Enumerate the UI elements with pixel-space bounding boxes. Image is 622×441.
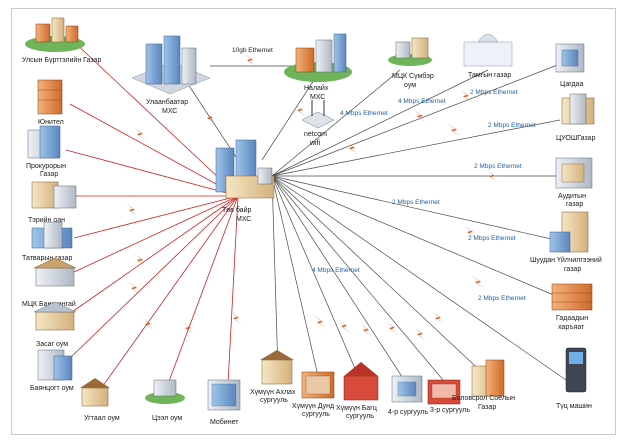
label-gadaad-1: Гадаадын [556, 315, 588, 322]
link-label-shuudan: 2 Mbps Ethernet [392, 199, 440, 206]
label-gadaad-2: харъяат [558, 324, 585, 331]
node-khumuun-dund[interactable]: Хүмүүн Дунд сургууль [292, 371, 335, 418]
node-mck-bank[interactable]: МЦК Банкхангай [22, 257, 77, 308]
label-netcom-1: netcom [304, 131, 327, 138]
link-label-ub-nalaikh: 10gb Ethernet [232, 47, 273, 54]
label-prokuror-1: Прокурорын [26, 163, 66, 170]
label-nalaikh-2: МХС [310, 94, 325, 101]
node-bolovsrol[interactable]: Боловсрол Соёлын Газар [452, 359, 515, 411]
link-label-nalaikh: 4 Mbps Ethernet [340, 110, 388, 117]
label-shuudan-2: газар [564, 266, 581, 273]
node-ugtaal[interactable]: Угтаал оум [80, 378, 120, 422]
node-auditor[interactable]: Аудитын газар [555, 157, 593, 208]
link-label-sumber: 4 Mbps Ethernet [398, 98, 446, 105]
node-school3[interactable]: 3-р сургууль [427, 379, 470, 414]
label-ub-mxs-1: Улаанбаатар [146, 98, 188, 106]
link-label-auditor: 2 Mbps Ethernet [474, 163, 522, 170]
node-tsuoshg[interactable]: ЦУОШГазар [556, 93, 596, 142]
node-nalaikh[interactable]: Налайх МХС [284, 33, 352, 101]
label-zasag: Засаг оум [36, 341, 68, 348]
label-bolovsrol-2: Газар [478, 404, 496, 411]
label-netcom-2: wifi [309, 140, 321, 147]
label-school4: 4-р сургууль [388, 409, 428, 416]
label-tuts-mashin: Түц машин [556, 403, 592, 410]
label-shuudan-1: Шуудан Үйлчилгээний [530, 256, 602, 264]
label-auditor-1: Аудитын [558, 193, 586, 200]
node-tuts-mashin[interactable]: Түц машин [556, 347, 592, 410]
label-ub-mxs-2: МХС [162, 108, 177, 115]
label-tsuoshg: ЦУОШГазар [556, 135, 596, 142]
hub-label-1: Төв байр [222, 206, 251, 214]
label-bolovsrol-1: Боловсрол Соёлын [452, 395, 515, 402]
label-tsagdaa: Цагдаа [560, 81, 583, 88]
node-tamgiin-gazar[interactable]: Тамгын газар [463, 33, 513, 79]
label-khumuun-bagts-2: сургууль [346, 413, 374, 420]
link-label-shuudan-2: 2 Mbps Ethernet [468, 235, 516, 242]
label-mck-sumber-1: МЦК Сүмбэр [392, 72, 434, 80]
node-zasag[interactable]: Засаг оум [33, 301, 77, 348]
label-tsaal: Цээл оум [152, 415, 182, 422]
label-school3: 3-р сургууль [430, 407, 470, 414]
label-bayantsogt: Баянцогт оум [30, 385, 74, 392]
link-labels: 10gb Ethernet 4 Mbps Ethernet 4 Mbps Eth… [232, 47, 536, 302]
link-label-tsuoshg: 2 Mbps Ethernet [488, 122, 536, 129]
label-terion: Тэрийн оан [28, 216, 65, 224]
grey-links [179, 63, 567, 387]
link-label-bottom: 4 Mbps Ethernet [312, 267, 360, 274]
label-ugtaal: Угтаал оум [84, 415, 120, 422]
node-khumuun-akhlakh[interactable]: Хүмүүн Ахлах сургууль [250, 350, 296, 404]
label-khumuun-dund-1: Хүмүүн Дунд [292, 403, 334, 410]
red-links [65, 39, 239, 391]
label-khumuun-dund-2: сургууль [302, 411, 330, 418]
label-yunitel: Юнител [38, 119, 64, 126]
node-tsagdaa[interactable]: Цагдаа [555, 43, 585, 88]
label-nalaikh-1: Налайх [304, 84, 329, 92]
node-mobinet[interactable]: Мобинет [207, 379, 241, 426]
label-khumuun-akhlakh-2: сургууль [260, 397, 288, 404]
node-mck-sumber[interactable]: МЦК Сүмбэр оум [388, 37, 434, 89]
node-prokuror[interactable]: Прокурорын Газар [26, 125, 66, 178]
label-ulsiin-burtgel: Улсын Бүртгэлийн Газар [22, 56, 101, 64]
label-mobinet: Мобинет [210, 418, 239, 426]
label-prokuror-2: Газар [40, 171, 58, 178]
node-ulsiin-burtgel[interactable]: Улсын Бүртгэлийн Газар [22, 17, 101, 64]
label-mck-bank: МЦК Банкхангай [22, 300, 76, 308]
node-school4[interactable]: 4-р сургууль [388, 375, 428, 416]
label-tamgiin-gazar: Тамгын газар [468, 72, 511, 79]
node-tsaal[interactable]: Цээл оум [145, 379, 185, 422]
label-tatvar: Татварын газар [22, 255, 72, 262]
label-khumuun-akhlakh-1: Хүмүүн Ахлах [250, 389, 296, 396]
node-yunitel[interactable]: Юнител [37, 79, 64, 126]
node-terion[interactable]: Тэрийн оан [28, 181, 77, 224]
label-auditor-2: газар [566, 201, 583, 208]
node-khumuun-bagts[interactable]: Хүмүүн Багц сургууль [336, 362, 379, 420]
node-netcom-wifi[interactable]: netcom wifi [301, 100, 335, 147]
hub-label-2: МХС [236, 216, 251, 223]
link-label-gadaad: 2 Mbps Ethernet [478, 295, 526, 302]
node-shuudan[interactable]: Шуудан Үйлчилгээний газар [530, 211, 602, 273]
node-gadaad[interactable]: Гадаадын харъяат [551, 283, 593, 331]
central-hub[interactable]: Төв байр МХС [215, 139, 275, 223]
node-tatvar[interactable]: Татварын газар [22, 221, 72, 262]
label-khumuun-bagts-1: Хүмүүн Багц [336, 405, 377, 412]
node-bayantsogt[interactable]: Баянцогт оум [30, 349, 74, 392]
link-label-tamga: 2 Mbps Ethernet [470, 89, 518, 96]
node-ub-mxs[interactable]: Улаанбаатар МХС [131, 35, 211, 115]
label-mck-sumber-2: оум [404, 82, 416, 89]
